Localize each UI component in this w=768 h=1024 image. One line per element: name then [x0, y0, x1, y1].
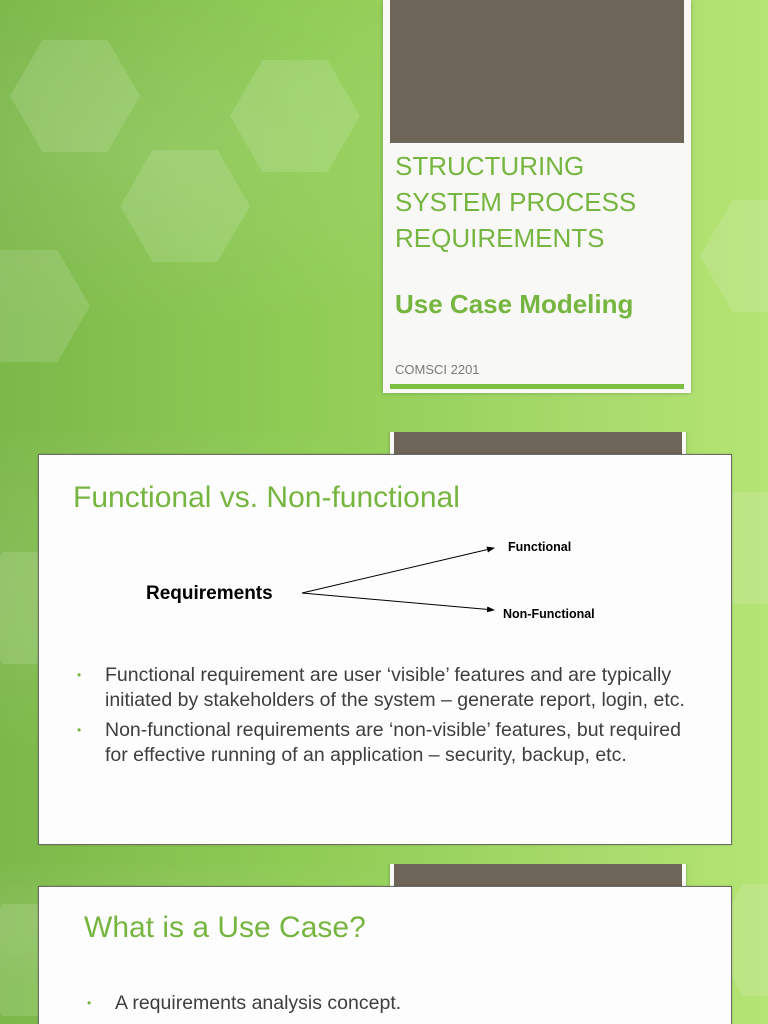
presentation-subtitle: Use Case Modeling — [395, 289, 634, 319]
bullet-item: • Functional requirement are user ‘visibl… — [77, 663, 697, 712]
use-case-slide: What is a Use Case? • A requirements anal… — [0, 864, 768, 1024]
diagram-root-label: Requirements — [146, 583, 273, 604]
bullet-dot-icon: • — [87, 996, 92, 1010]
functional-slide: Functional vs. Non-functional Requiremen… — [0, 432, 768, 864]
content-card: What is a Use Case? • A requirements anal… — [38, 886, 732, 1024]
bullet-dot-icon: • — [77, 668, 82, 682]
bullet-item: • Non-functional requirements are ‘non-vi… — [77, 718, 697, 767]
diagram-non-functional-label: Non-Functional — [503, 607, 595, 621]
bullet-list: • A requirements analysis concept. — [87, 991, 707, 1022]
course-code: COMSCI 2201 — [395, 362, 480, 377]
title-card: STRUCTURING SYSTEM PROCESS REQUIREMENTS … — [383, 0, 691, 393]
bullet-text: A requirements analysis concept. — [115, 992, 402, 1014]
diagram-functional-label: Functional — [508, 540, 571, 554]
requirements-diagram: Requirements Functional Non-Functional — [146, 540, 595, 621]
bullet-item: • A requirements analysis concept. — [87, 991, 707, 1016]
content-card: Functional vs. Non-functional Requiremen… — [38, 454, 732, 845]
title-photo — [390, 0, 684, 143]
bullet-text: Non-functional requirements are ‘non-vis… — [105, 719, 681, 766]
bullet-dot-icon: • — [77, 723, 82, 737]
title-slide: STRUCTURING SYSTEM PROCESS REQUIREMENTS … — [0, 0, 768, 432]
slide-title: What is a Use Case? — [84, 911, 366, 944]
arrow-to-functional — [301, 546, 495, 594]
slide-title: Functional vs. Non-functional — [73, 481, 460, 514]
bullet-list: • Functional requirement are user ‘visibl… — [77, 663, 697, 773]
presentation-title: STRUCTURING SYSTEM PROCESS REQUIREMENTS — [395, 151, 637, 253]
arrow-to-non-functional — [301, 592, 495, 613]
accent-rule — [390, 384, 684, 389]
bullet-text: Functional requirement are user ‘visible… — [105, 664, 685, 711]
